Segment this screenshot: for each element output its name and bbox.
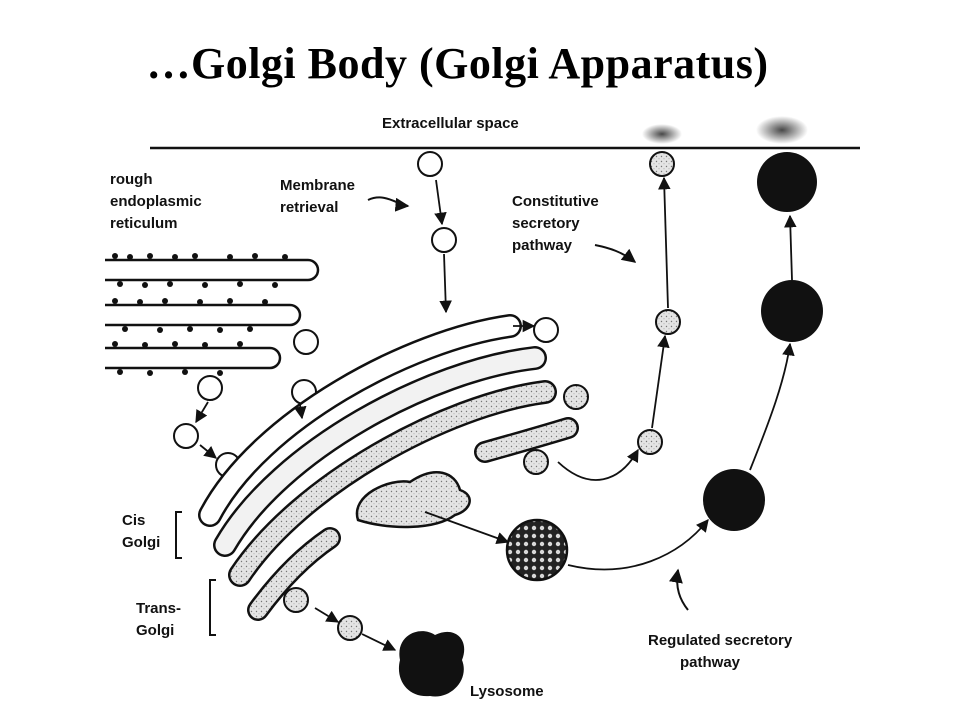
label-rough-er: rough — [110, 171, 153, 188]
label-constitutive-pathway: secretory — [512, 215, 580, 232]
fusing-vesicle — [649, 151, 675, 177]
constitutive-vesicle — [637, 429, 663, 455]
cis-bracket — [175, 511, 182, 559]
label-regulated-pathway: Regulated secretory — [648, 632, 793, 649]
label-trans-golgi: Trans- — [136, 600, 181, 617]
golgi-stack — [198, 314, 579, 621]
condensing-vacuole — [355, 471, 471, 529]
label-trans-golgi: Golgi — [136, 622, 174, 639]
golgi-vesicle — [283, 587, 309, 613]
slide-title: …Golgi Body (Golgi Apparatus) — [146, 39, 769, 88]
golgi-vesicle — [563, 384, 589, 410]
golgi-diagram: Extracellular space rough endoplasmic re… — [105, 115, 860, 700]
pathway-arrows — [195, 176, 797, 651]
golgi-vesicle — [533, 317, 559, 343]
label-rough-er: endoplasmic — [110, 193, 202, 210]
membrane-retrieval-arrow — [367, 196, 410, 212]
trans-bracket — [209, 579, 216, 636]
exocytosis-spray — [642, 124, 682, 144]
immature-granule — [505, 518, 569, 582]
constitutive-vesicle — [655, 309, 681, 335]
secretory-granule — [703, 469, 765, 531]
er-vesicle — [197, 375, 223, 401]
secretory-granule — [761, 280, 823, 342]
er-vesicle — [293, 329, 319, 355]
golgi-vesicle — [523, 449, 549, 475]
label-constitutive-pathway: pathway — [512, 237, 573, 254]
constitutive-arrow — [594, 244, 637, 263]
lysosome-vesicle — [337, 615, 363, 641]
label-membrane-retrieval: retrieval — [280, 199, 338, 216]
ribosomes — [112, 253, 288, 376]
rough-er — [105, 258, 320, 370]
lysosome — [398, 631, 465, 697]
label-rough-er: reticulum — [110, 215, 178, 232]
regulated-arrow — [669, 568, 689, 611]
label-extracellular-space: Extracellular space — [382, 115, 519, 132]
label-cis-golgi: Cis — [122, 512, 145, 529]
transport-vesicle — [431, 227, 457, 253]
er-vesicle — [173, 423, 199, 449]
label-membrane-retrieval: Membrane — [280, 177, 355, 194]
membrane-pit — [417, 151, 443, 177]
secretory-granule — [757, 152, 817, 212]
label-cis-golgi: Golgi — [122, 534, 160, 551]
label-lysosome: Lysosome — [470, 683, 544, 700]
label-regulated-pathway: pathway — [680, 654, 741, 671]
label-constitutive-pathway: Constitutive — [512, 193, 599, 210]
exocytosis-spray — [756, 116, 808, 144]
